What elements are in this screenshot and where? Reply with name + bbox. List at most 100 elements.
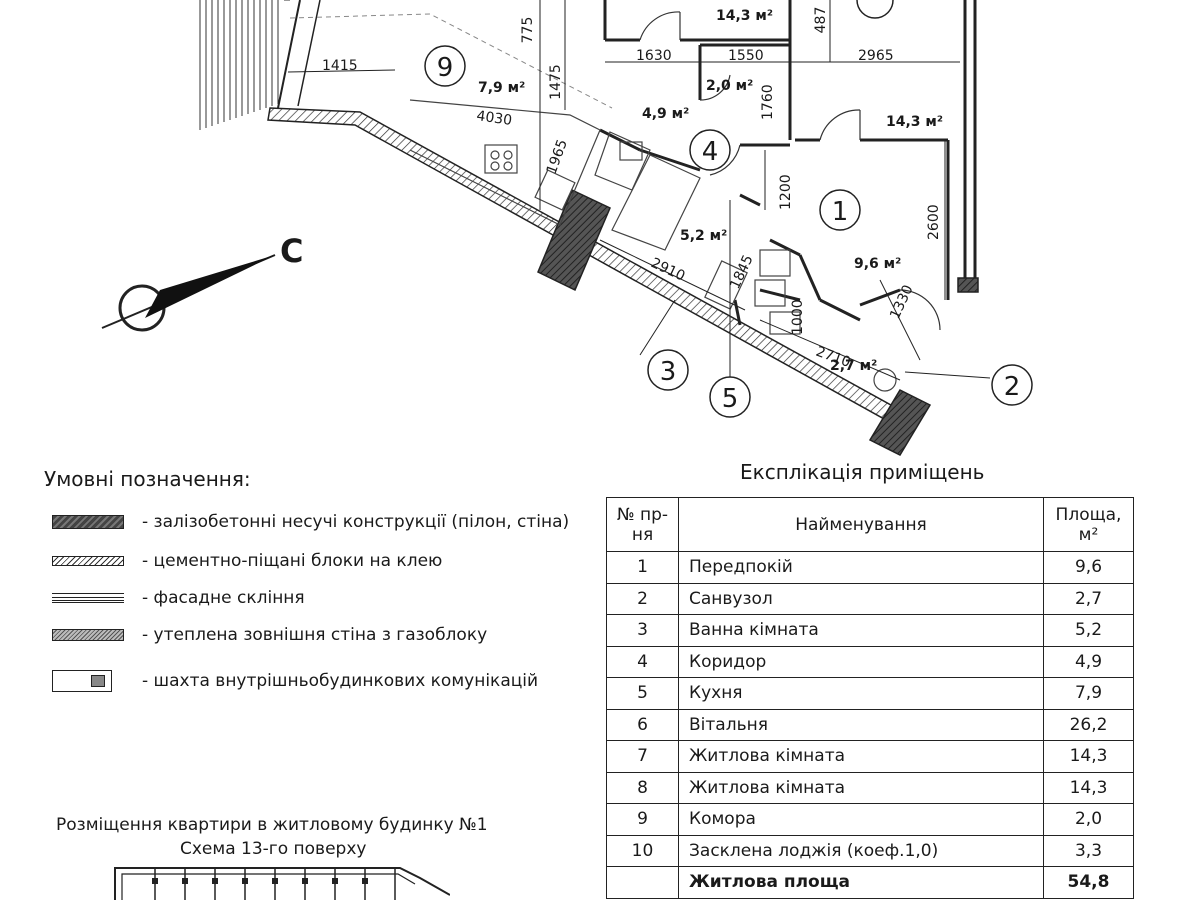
legend-label: - залізобетонні несучі конструкції (піло… xyxy=(142,512,570,532)
dim-2600: 2600 xyxy=(926,204,942,240)
insulated-wall-swatch-icon xyxy=(52,629,124,641)
row-name: Комора xyxy=(678,803,1044,836)
room-number-5: 9 xyxy=(437,53,454,83)
legend-title: Умовні позначення: xyxy=(44,467,251,491)
row-area: 4,9 xyxy=(1043,645,1134,678)
row-name: Вітальня xyxy=(678,708,1044,741)
header-name: Найменування xyxy=(678,497,1044,552)
glazing-swatch-icon xyxy=(52,593,124,603)
row-area: 14,3 xyxy=(1043,740,1134,773)
area-room3: 5,2 м² xyxy=(680,228,727,244)
dim-1550: 1550 xyxy=(728,48,764,64)
legend-item-glazing: - фасадне скління xyxy=(52,586,305,610)
room-number-2: 2 xyxy=(1004,372,1021,402)
row-name: Передпокій xyxy=(678,551,1044,584)
row-area: 5,2 xyxy=(1043,614,1134,647)
area-room9: 2,0 м² xyxy=(706,78,753,94)
rc-pillar-right xyxy=(957,277,979,293)
legend-item-blocks: - цементно-піщані блоки на клею xyxy=(52,549,442,573)
rc-pillar-bottom xyxy=(868,389,932,456)
scheme-subtitle: Схема 13-го поверху xyxy=(180,839,367,859)
row-area: 7,9 xyxy=(1043,677,1134,710)
dim-1965: 1965 xyxy=(544,137,571,176)
row-area: 2,7 xyxy=(1043,582,1134,615)
room-number-markers xyxy=(424,0,1033,418)
row-num: 2 xyxy=(606,582,679,615)
area-room2: 2,7 м² xyxy=(830,358,877,374)
area-room1: 9,6 м² xyxy=(854,256,901,272)
row-num: 10 xyxy=(606,834,679,867)
legend-label: - утеплена зовнішня стіна з газоблоку xyxy=(142,625,488,645)
dim-775: 775 xyxy=(520,17,536,44)
dim-1845: 1845 xyxy=(727,253,757,292)
row-num: 6 xyxy=(606,708,679,741)
row-area: 3,3 xyxy=(1043,834,1134,867)
compass-letter: С xyxy=(280,232,303,270)
rc-pillar-left xyxy=(537,188,611,292)
row-area: 9,6 xyxy=(1043,551,1134,584)
dim-4030: 4030 xyxy=(475,108,513,129)
explication-title: Експлікація приміщень xyxy=(740,460,985,484)
row-num: 7 xyxy=(606,740,679,773)
legend-label: - шахта внутрішньобудинкових комунікацій xyxy=(142,671,539,691)
area-room4: 4,9 м² xyxy=(642,106,689,122)
floor-scheme xyxy=(114,867,450,900)
row-area: 26,2 xyxy=(1043,708,1134,741)
legend-label: - фасадне скління xyxy=(142,588,305,608)
row-name: Коридор xyxy=(678,645,1044,678)
row-name: Житлова кімната xyxy=(678,740,1044,773)
area-room7: 14,3 м² xyxy=(716,8,773,24)
row-num: 8 xyxy=(606,771,679,804)
dim-1415: 1415 xyxy=(322,58,358,74)
north-arrow-icon xyxy=(101,254,276,332)
dim-487: 487 xyxy=(813,7,829,34)
legend-label: - цементно-піщані блоки на клею xyxy=(142,551,443,571)
dim-1475: 1475 xyxy=(548,64,564,100)
dim-1200: 1200 xyxy=(778,174,794,210)
table-header-row: № пр-ня Найменування Площа, м² xyxy=(606,497,1134,552)
room-number-3: 3 xyxy=(660,357,677,387)
door-arcs xyxy=(639,11,941,331)
room-number-9: 5 xyxy=(722,384,739,414)
shaft-swatch-icon xyxy=(52,670,112,692)
room-number-4: 4 xyxy=(702,137,719,167)
dimension-lines xyxy=(287,0,991,381)
scheme-title: Розміщення квартири в житловому будинку … xyxy=(56,815,488,835)
total-name: Житлова площа xyxy=(678,866,1044,899)
row-name: Санвузол xyxy=(678,582,1044,615)
room-number-1: 1 xyxy=(832,197,849,227)
loggia-glazing xyxy=(199,0,290,130)
row-name: Засклена лоджія (коеф.1,0) xyxy=(678,834,1044,867)
dim-2965: 2965 xyxy=(858,48,894,64)
row-name: Ванна кімната xyxy=(678,614,1044,647)
row-num: 4 xyxy=(606,645,679,678)
row-num: 3 xyxy=(606,614,679,647)
area-room8: 14,3 м² xyxy=(886,114,943,130)
dim-1000: 1000 xyxy=(790,299,806,335)
cement-block-swatch-icon xyxy=(52,556,124,566)
row-area: 2,0 xyxy=(1043,803,1134,836)
fixtures xyxy=(409,99,897,392)
legend-item-insulated: - утеплена зовнішня стіна з газоблоку xyxy=(52,623,487,647)
row-num xyxy=(606,866,679,899)
legend-item-shaft: - шахта внутрішньобудинкових комунікацій xyxy=(52,669,538,693)
row-num: 9 xyxy=(606,803,679,836)
row-num: 5 xyxy=(606,677,679,710)
row-name: Житлова кімната xyxy=(678,771,1044,804)
area-room5: 7,9 м² xyxy=(478,80,525,96)
row-num: 1 xyxy=(606,551,679,584)
floor-plan: С 9 4 1 3 5 2 14,3 м² 7,9 м² 2,0 м² 4,9 … xyxy=(101,0,1033,456)
internal-walls xyxy=(599,0,977,326)
